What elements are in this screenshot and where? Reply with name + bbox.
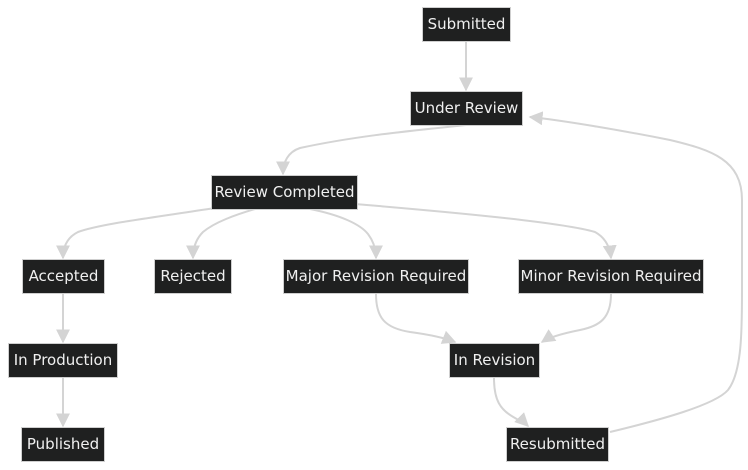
- node-resubmitted-label: Resubmitted: [509, 435, 606, 453]
- edge-major-revision-to-in-revision: [375, 293, 457, 344]
- node-submitted: Submitted: [422, 7, 511, 42]
- node-rejected: Rejected: [154, 259, 232, 294]
- edges: [56, 42, 743, 433]
- node-published: Published: [21, 427, 105, 462]
- node-in-revision: In Revision: [449, 343, 540, 378]
- node-review-completed: Review Completed: [211, 175, 358, 210]
- node-major-revision-required-label: Major Revision Required: [285, 267, 467, 285]
- edge-resubmitted-to-under-review: [528, 111, 743, 433]
- node-review-completed-label: Review Completed: [214, 183, 355, 201]
- edge-review-completed-to-minor-revision: [354, 203, 617, 260]
- edge-review-completed-to-major-revision: [309, 208, 383, 260]
- node-minor-revision-required: Minor Revision Required: [518, 259, 704, 294]
- node-under-review-label: Under Review: [414, 99, 519, 117]
- edge-review-completed-to-accepted: [56, 207, 216, 260]
- edge-review-completed-to-rejected: [186, 208, 256, 260]
- edge-in-revision-to-resubmitted: [493, 377, 529, 427]
- node-resubmitted: Resubmitted: [506, 427, 609, 462]
- node-major-revision-required: Major Revision Required: [283, 259, 469, 294]
- node-in-production: In Production: [8, 343, 118, 378]
- node-accepted-label: Accepted: [28, 267, 99, 285]
- node-published-label: Published: [26, 435, 100, 453]
- node-rejected-label: Rejected: [160, 267, 226, 285]
- edge-minor-revision-to-in-revision: [540, 293, 612, 343]
- edge-under-review-to-review-completed: [276, 124, 467, 176]
- node-accepted: Accepted: [22, 259, 105, 294]
- node-under-review: Under Review: [410, 91, 523, 126]
- node-minor-revision-required-label: Minor Revision Required: [520, 267, 702, 285]
- node-in-revision-label: In Revision: [453, 351, 536, 369]
- node-in-production-label: In Production: [13, 351, 113, 369]
- node-submitted-label: Submitted: [427, 15, 506, 33]
